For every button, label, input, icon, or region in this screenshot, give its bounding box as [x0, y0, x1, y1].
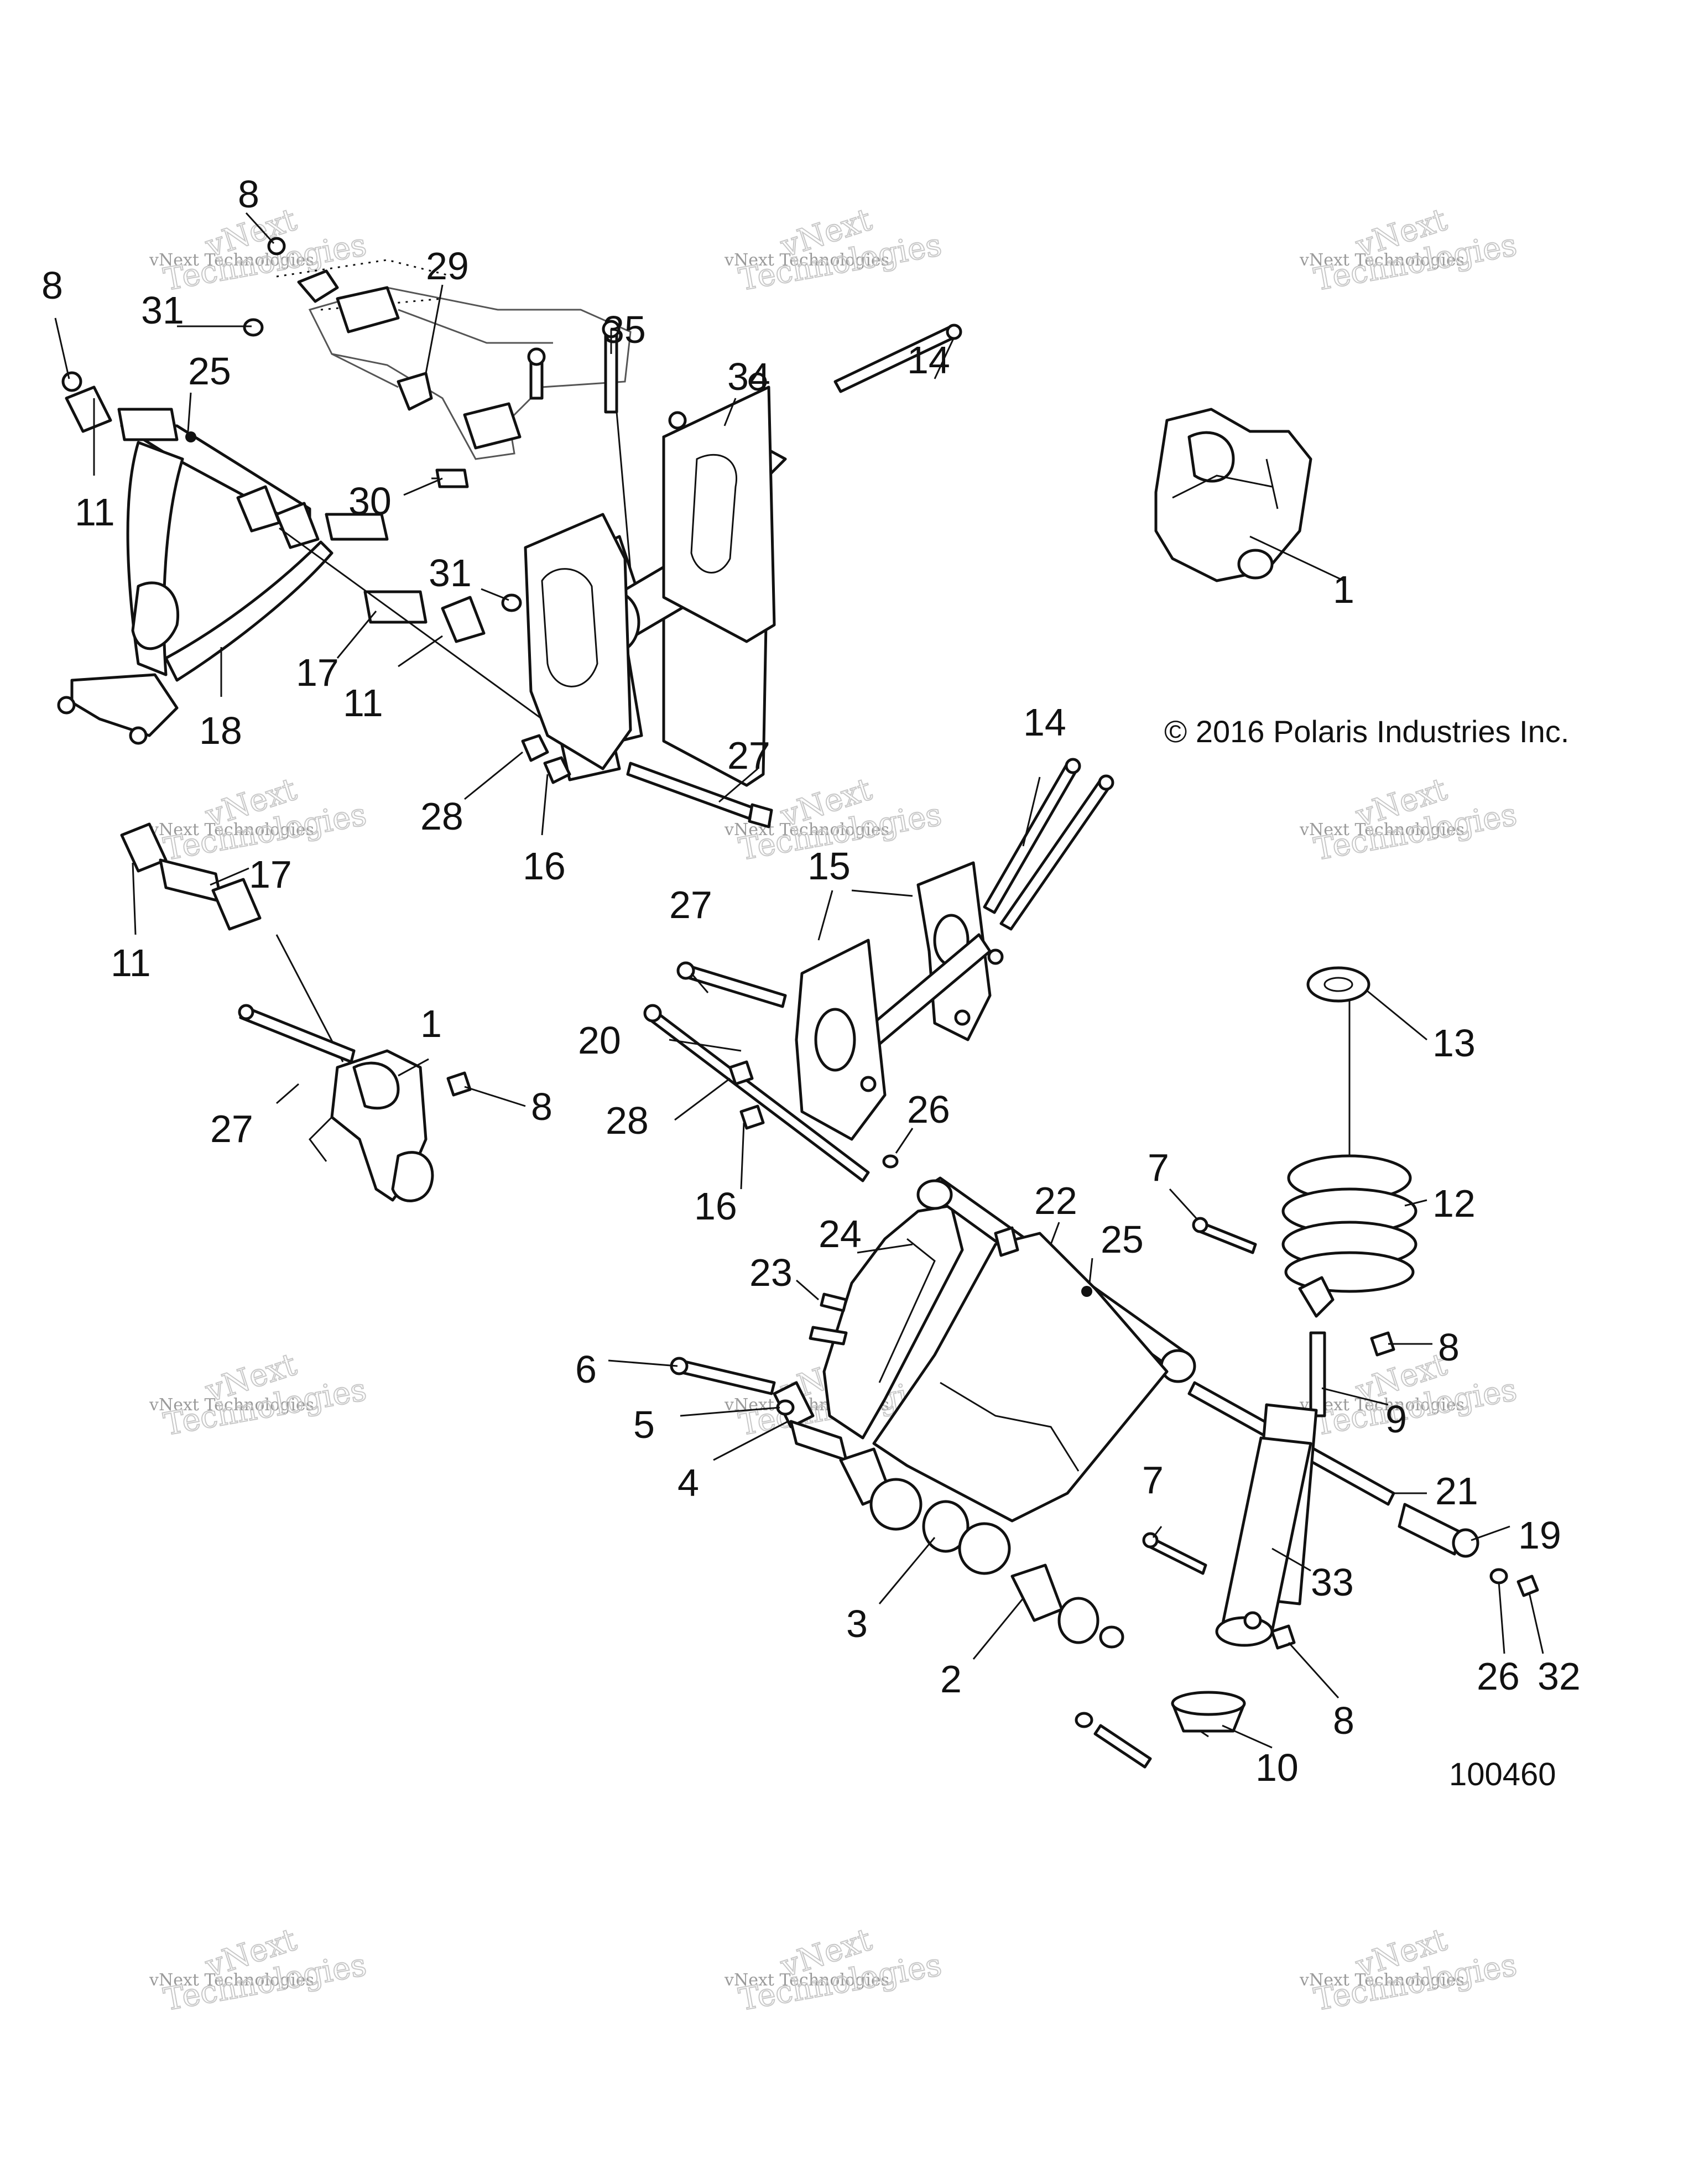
callout: 27: [210, 1107, 253, 1150]
callout: 31: [141, 289, 184, 332]
callout: 2: [940, 1657, 962, 1701]
callout: 8: [238, 173, 259, 216]
callout: 16: [694, 1185, 737, 1228]
callout: 15: [807, 845, 851, 888]
callout: 14: [1023, 701, 1066, 744]
callout: 11: [75, 491, 115, 534]
callout: 30: [348, 479, 392, 523]
copyright-notice: © 2016 Polaris Industries Inc.: [1164, 714, 1569, 749]
center-brackets-group: [643, 758, 1114, 1182]
callout: 17: [296, 651, 339, 694]
callout: 12: [1432, 1182, 1476, 1225]
callout: 8: [1438, 1326, 1460, 1369]
knuckle-upper: [1154, 408, 1312, 582]
watermark-line1: vNext Technologies: [149, 820, 314, 840]
callout: 20: [578, 1019, 621, 1062]
callout: 6: [575, 1348, 597, 1391]
watermark-line1: vNext Technologies: [1299, 251, 1465, 270]
callout: 8: [1333, 1699, 1354, 1742]
callout: 25: [1101, 1218, 1144, 1261]
figure-number: 100460: [1449, 1756, 1556, 1792]
callout: 7: [1148, 1146, 1169, 1189]
spring-shock-group: [1171, 966, 1417, 1738]
callout: 25: [188, 350, 231, 393]
callout: 31: [429, 551, 472, 595]
callout: 7: [1142, 1458, 1164, 1502]
callout: 28: [420, 795, 463, 838]
callout: 26: [907, 1088, 950, 1131]
knuckle-lower: [120, 822, 472, 1202]
watermark-line1: vNext Technologies: [1299, 1395, 1465, 1415]
callout: 23: [749, 1251, 793, 1294]
callout: 34: [727, 355, 770, 398]
callout: 1: [420, 1002, 442, 1045]
callout-labels: 8 29 8 31 25 35 34 14 11 30 31 1 17 18 1…: [41, 173, 1581, 1789]
callout: 5: [633, 1403, 655, 1446]
callout: 3: [846, 1602, 868, 1645]
leader-lines: [54, 212, 1544, 1749]
upper-bracket-group: [501, 320, 962, 828]
callout: 19: [1518, 1514, 1561, 1557]
callout: 35: [603, 308, 646, 351]
watermark-line1: vNext Technologies: [1299, 820, 1465, 840]
callout: 21: [1435, 1469, 1478, 1513]
callout: 27: [669, 883, 712, 926]
watermark-line1: vNext Technologies: [149, 1395, 314, 1415]
callout: 8: [531, 1085, 553, 1128]
callout: 24: [819, 1212, 862, 1255]
trailing-arm-group: [670, 1176, 1539, 1769]
callout: 16: [523, 845, 566, 888]
upper-a-arm-group: [57, 237, 632, 745]
callout: 18: [199, 709, 242, 752]
callout: 17: [249, 853, 292, 896]
watermark-line1: vNext Technologies: [149, 1971, 314, 1990]
callout: 11: [343, 681, 383, 724]
callout: 29: [426, 244, 469, 288]
watermark-line1: vNext Technologies: [149, 251, 314, 270]
callout: 28: [606, 1099, 649, 1142]
callout: 10: [1255, 1746, 1299, 1789]
callout: 22: [1034, 1179, 1077, 1222]
watermark-line1: vNext Technologies: [1299, 1971, 1465, 1990]
watermark-line1: vNext Technologies: [724, 251, 889, 270]
watermark-line1: vNext Technologies: [724, 1971, 889, 1990]
callout: 27: [727, 734, 770, 777]
callout: 11: [111, 941, 151, 984]
callout: 1: [1333, 568, 1354, 611]
callout: 14: [907, 338, 950, 382]
callout: 13: [1432, 1021, 1476, 1065]
callout: 33: [1311, 1561, 1354, 1604]
callout: 32: [1538, 1655, 1581, 1698]
callout: 26: [1477, 1655, 1520, 1698]
callout: 9: [1385, 1398, 1407, 1441]
callout: 4: [677, 1461, 699, 1504]
watermark-line1: vNext Technologies: [724, 820, 889, 840]
callout: 8: [41, 264, 63, 307]
